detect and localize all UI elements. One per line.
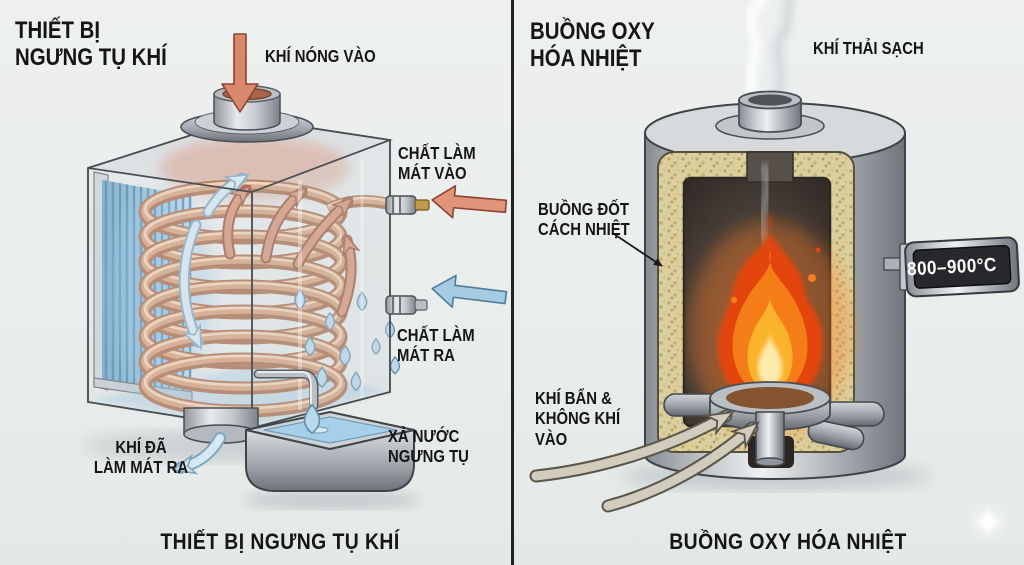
dirty-gas-in-label: KHÍ BẨN & KHÔNG KHÍ VÀO <box>535 388 621 449</box>
right-panel-title: BUỒNG OXY HÓA NHIỆT <box>530 18 655 72</box>
cooled-gas-arrow-icon <box>180 432 226 468</box>
right-panel-caption: BUỒNG OXY HÓA NHIỆT <box>669 529 907 554</box>
combustion-chamber-cutaway <box>657 151 885 468</box>
coolant-in-label: CHẤT LÀM MÁT VÀO <box>398 143 476 184</box>
coolant-out-nozzle <box>385 295 428 315</box>
clean-exhaust-label: KHÍ THẢI SẠCH <box>813 38 924 58</box>
flame-icon <box>688 212 852 438</box>
panel-divider <box>511 0 514 565</box>
condensate-drain-label: XẢ NƯỚC NGƯNG TỤ <box>388 426 469 467</box>
pointer-line <box>613 233 663 267</box>
oxidizer-illustration <box>529 0 1020 538</box>
hot-gas-inlet-port <box>180 85 314 143</box>
left-panel-caption: THIẾT BỊ NGƯNG TỤ KHÍ <box>160 529 400 554</box>
insulated-chamber-label: BUỒNG ĐỐT CÁCH NHIỆT <box>538 199 630 240</box>
coolant-in-nozzle <box>385 195 430 215</box>
pan-shadow <box>244 491 420 509</box>
temperature-sign <box>883 236 1020 298</box>
condensate-pan <box>245 403 415 492</box>
circulation-arrows-icon <box>178 172 242 342</box>
warm-gas-arrows-icon <box>222 184 361 318</box>
condenser-cube <box>87 117 401 429</box>
left-panel-title: THIẾT BỊ NGƯNG TỤ KHÍ <box>15 17 167 71</box>
drain-pipe <box>253 369 319 411</box>
coolant-in-arrow-icon <box>431 185 508 219</box>
intake-arrows-icon <box>529 409 752 513</box>
burner <box>663 381 885 468</box>
sparkle-icon <box>972 506 1004 538</box>
condenser-illustration <box>83 33 508 509</box>
smoke-icon <box>744 0 796 103</box>
hot-gas-in-label: KHÍ NÓNG VÀO <box>265 46 376 66</box>
cooled-gas-out-label: KHÍ ĐÃ LÀM MÁT RA <box>93 437 189 478</box>
coolant-out-label: CHẤT LÀM MÁT RA <box>397 325 475 366</box>
coolant-out-arrow-icon <box>431 274 508 308</box>
hot-gas-arrow-icon <box>221 33 259 113</box>
